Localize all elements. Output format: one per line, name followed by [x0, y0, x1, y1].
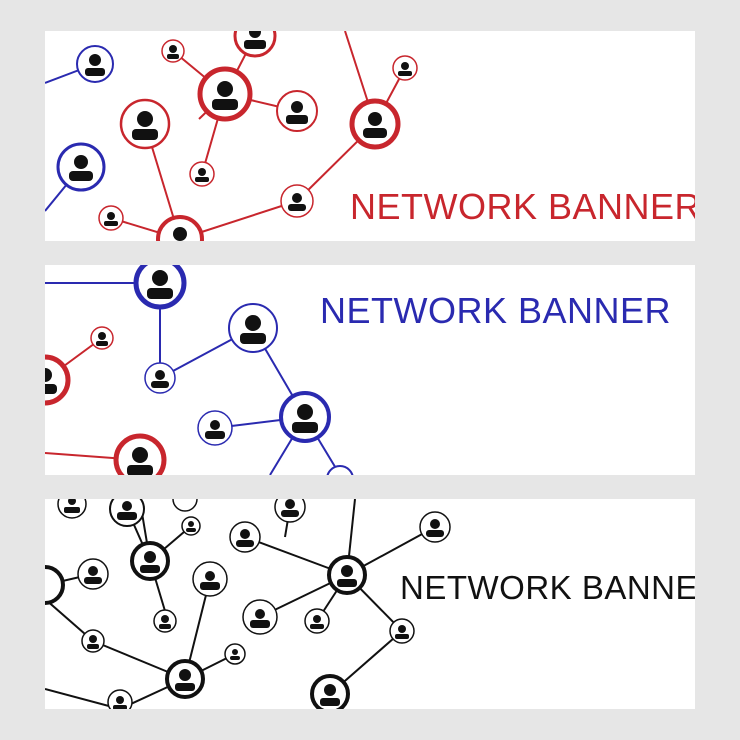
person-icon [228, 303, 278, 353]
person-icon [274, 499, 306, 523]
person-icon [197, 66, 253, 122]
person-icon [197, 410, 233, 446]
person-icon [90, 326, 114, 350]
person-icon [279, 391, 331, 443]
network-graph-blue [45, 265, 354, 475]
person-icon [304, 608, 330, 634]
network-banner-black: NETWORK BANNER [45, 499, 695, 709]
person-icon [130, 541, 170, 581]
person-icon [153, 609, 177, 633]
person-icon [392, 55, 418, 81]
person-icon [242, 599, 278, 635]
person-icon [76, 45, 114, 83]
person-icon [224, 643, 246, 665]
person-icon [310, 674, 350, 709]
nodes [56, 31, 418, 241]
banner-title: NETWORK BANNER [320, 290, 672, 331]
person-icon [45, 354, 71, 406]
person-icon [144, 362, 176, 394]
person-icon [109, 499, 145, 527]
banner-title: NETWORK BANNER [350, 186, 695, 227]
person-icon [107, 689, 133, 709]
person-icon [229, 521, 261, 553]
person-icon [233, 31, 277, 58]
person-icon [327, 555, 367, 595]
person-icon [419, 511, 451, 543]
person-icon [165, 659, 205, 699]
network-graph-black [45, 499, 451, 709]
person-icon [276, 90, 318, 132]
person-icon [77, 558, 109, 590]
person-icon [389, 618, 415, 644]
nodes [45, 499, 451, 709]
person-icon [45, 565, 65, 605]
network-graph-red [45, 31, 418, 241]
nodes [45, 265, 354, 475]
person-icon [57, 499, 87, 519]
person-icon [172, 499, 198, 512]
person-icon [192, 561, 228, 597]
person-icon [156, 215, 204, 241]
person-icon [81, 629, 105, 653]
person-icon [161, 39, 185, 63]
person-icon [133, 265, 187, 310]
person-icon [349, 98, 401, 150]
network-banner-red: NETWORK BANNER [45, 31, 695, 241]
person-icon [326, 465, 354, 475]
banner-title: NETWORK BANNER [400, 569, 695, 606]
person-icon [113, 433, 167, 475]
network-banner-blue: NETWORK BANNER [45, 265, 695, 475]
person-icon [56, 142, 106, 192]
person-icon [119, 98, 171, 150]
person-icon [280, 184, 314, 218]
person-icon [189, 161, 215, 187]
person-icon [98, 205, 124, 231]
person-icon [181, 516, 201, 536]
